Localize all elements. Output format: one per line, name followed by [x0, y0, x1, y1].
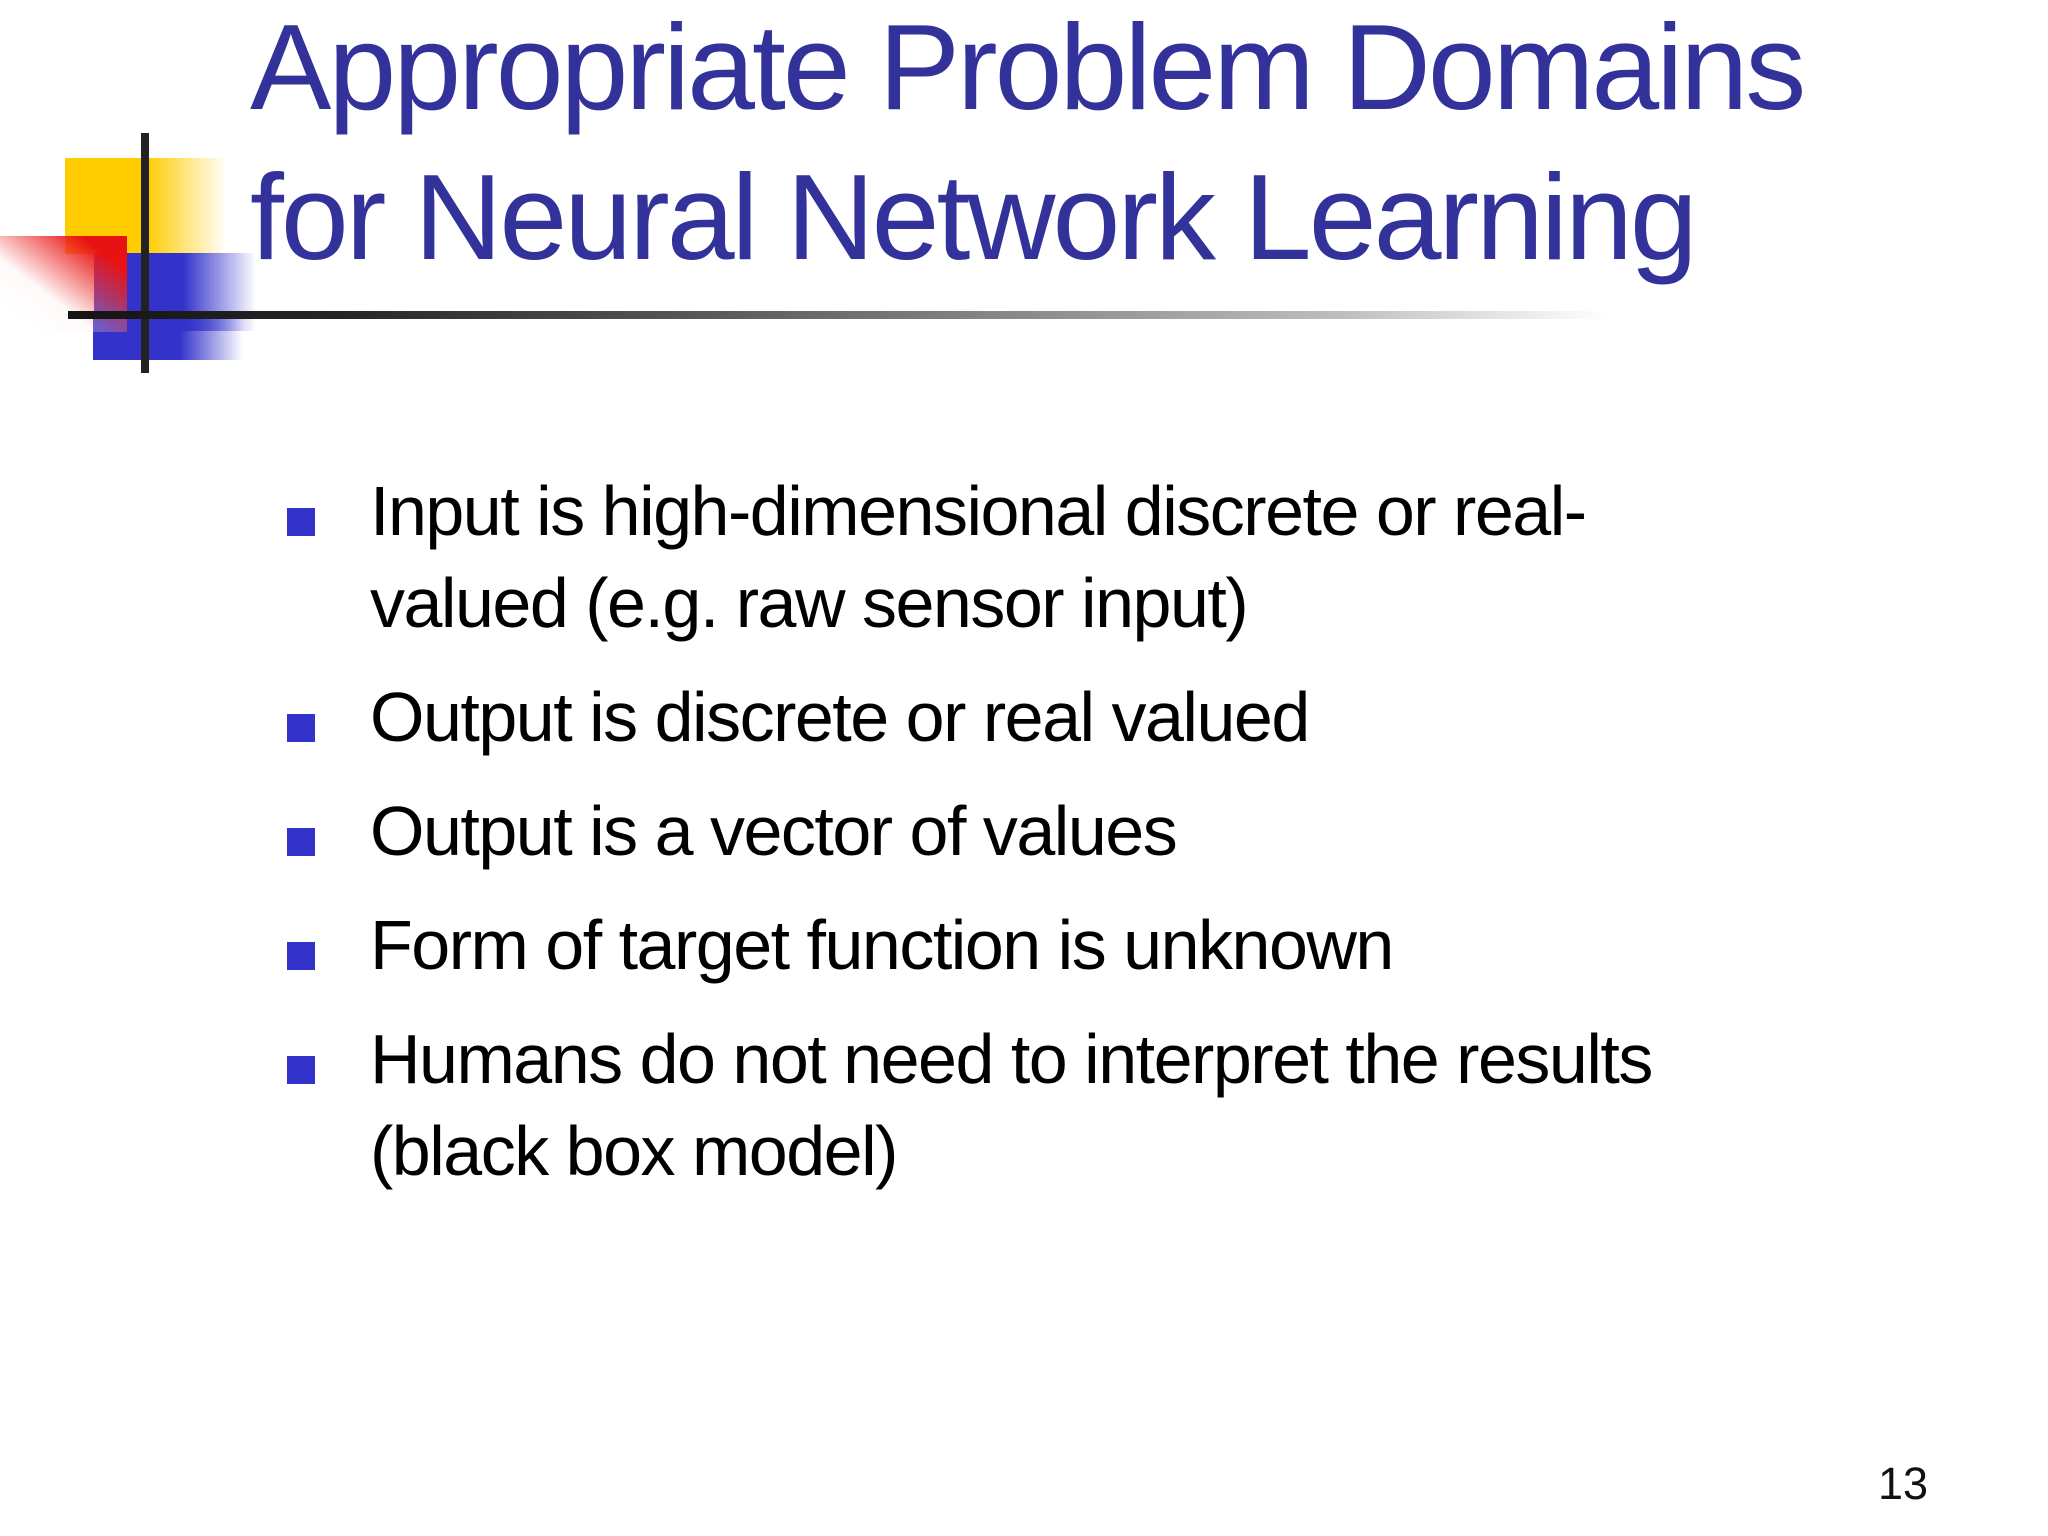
- bullet-square-icon: [287, 714, 315, 742]
- decoration-vertical-line: [141, 133, 149, 373]
- list-item: Humans do not need to interpret the resu…: [287, 1013, 1967, 1197]
- slide-title: Appropriate Problem Domains for Neural N…: [250, 0, 1806, 285]
- bullet-square-icon: [287, 1056, 315, 1084]
- list-item: Input is high-dimensional discrete or re…: [287, 465, 1967, 649]
- bullet-text-black-box-model: Humans do not need to interpret the resu…: [370, 1020, 1653, 1190]
- title-underline-rule: [68, 311, 1608, 319]
- bullet-text-target-function-unknown: Form of target function is unknown: [370, 906, 1394, 984]
- list-item: Form of target function is unknown: [287, 899, 1967, 991]
- bullet-text-output-vector: Output is a vector of values: [370, 792, 1178, 870]
- bullet-square-icon: [287, 508, 315, 536]
- list-item: Output is a vector of values: [287, 785, 1967, 877]
- bullet-square-icon: [287, 942, 315, 970]
- bullet-square-icon: [287, 828, 315, 856]
- list-item: Output is discrete or real valued: [287, 671, 1967, 763]
- bullet-text-output-discrete: Output is discrete or real valued: [370, 678, 1310, 756]
- bullet-text-input-high-dimensional: Input is high-dimensional discrete or re…: [370, 472, 1587, 642]
- bullet-list: Input is high-dimensional discrete or re…: [287, 465, 1967, 1219]
- page-number: 13: [1878, 1458, 1929, 1509]
